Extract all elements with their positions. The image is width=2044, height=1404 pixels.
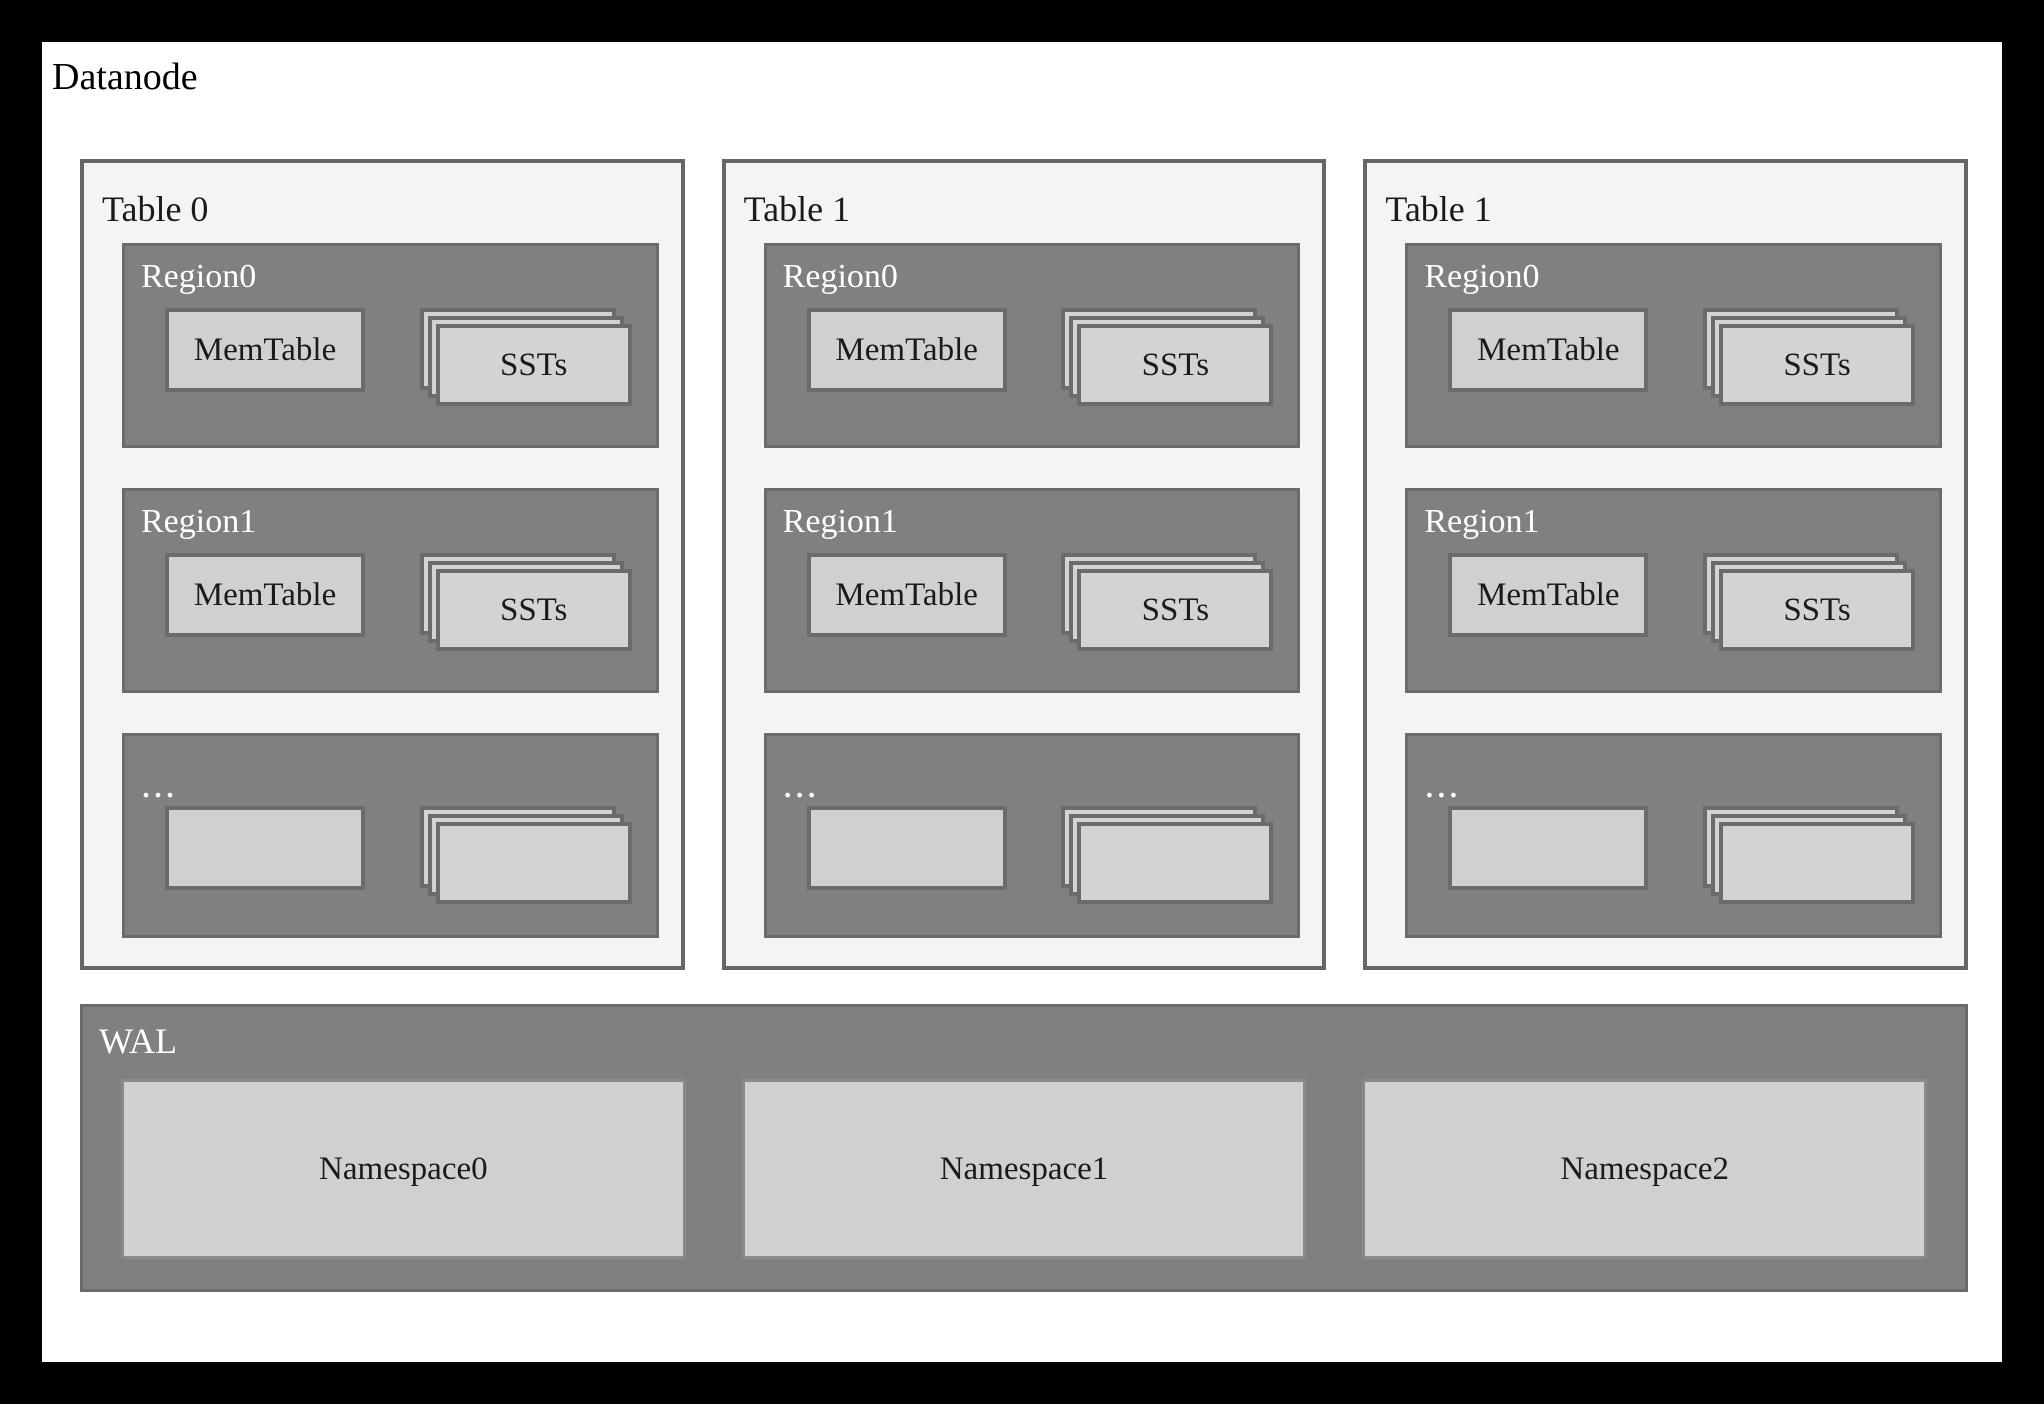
region-body: MemTable SSTs (165, 553, 632, 651)
region-label: Region0 (782, 258, 898, 295)
memtable-box-empty[interactable] (165, 806, 365, 890)
table-panel-2[interactable]: Table 1 Region0 MemTable SSTs Region1 (1363, 159, 1969, 970)
region-block-ellipsis[interactable]: ... (763, 733, 1301, 938)
memtable-box[interactable]: MemTable (165, 553, 365, 637)
namespace-box-1[interactable]: Namespace1 (741, 1079, 1307, 1259)
ssts-box-empty[interactable] (1077, 822, 1274, 904)
region-block-1[interactable]: Region1 MemTable SSTs (122, 488, 659, 693)
ssts-stack-empty[interactable] (419, 806, 632, 906)
region-body (806, 806, 1274, 904)
table-title: Table 1 (743, 189, 851, 229)
ssts-stack[interactable]: SSTs (419, 308, 632, 408)
ssts-stack-empty[interactable] (1061, 806, 1274, 906)
namespace-box-0[interactable]: Namespace0 (121, 1079, 686, 1259)
namespace-box-2[interactable]: Namespace2 (1362, 1079, 1928, 1259)
region-block-1[interactable]: Region1 MemTable SSTs (1405, 488, 1943, 693)
ssts-stack[interactable]: SSTs (1703, 553, 1916, 653)
ssts-stack-empty[interactable] (1703, 806, 1916, 906)
region-list: Region0 MemTable SSTs Region1 MemTable (763, 243, 1301, 938)
region-block-0[interactable]: Region0 MemTable SSTs (763, 243, 1301, 448)
page-title: Datanode (52, 56, 198, 98)
tables-row: Table 0 Region0 MemTable SSTs Region1 (80, 159, 1969, 970)
ellipsis-label: ... (782, 761, 819, 806)
table-panel-1[interactable]: Table 1 Region0 MemTable SSTs Region1 (721, 159, 1327, 970)
ellipsis-label: ... (1424, 761, 1461, 806)
table-title: Table 0 (102, 189, 209, 229)
table-title: Table 1 (1385, 189, 1492, 229)
region-body: MemTable SSTs (806, 553, 1274, 651)
region-body: MemTable SSTs (1448, 308, 1916, 406)
ssts-stack[interactable]: SSTs (1061, 553, 1274, 653)
region-list: Region0 MemTable SSTs Region1 MemTable (122, 243, 659, 938)
memtable-box-empty[interactable] (806, 806, 1007, 890)
region-block-ellipsis[interactable]: ... (1405, 733, 1943, 938)
region-body (1448, 806, 1916, 904)
wal-label: WAL (99, 1021, 177, 1061)
region-label: Region1 (1424, 503, 1540, 540)
ssts-box[interactable]: SSTs (435, 569, 632, 651)
ssts-box-empty[interactable] (435, 822, 632, 904)
datanode-canvas: Datanode Table 0 Region0 MemTable SSTs (42, 42, 2002, 1362)
region-block-1[interactable]: Region1 MemTable SSTs (763, 488, 1301, 693)
region-label: Region0 (1424, 258, 1540, 295)
region-block-0[interactable]: Region0 MemTable SSTs (1405, 243, 1943, 448)
region-label: Region1 (782, 503, 898, 540)
ssts-box[interactable]: SSTs (1077, 569, 1274, 651)
region-block-0[interactable]: Region0 MemTable SSTs (122, 243, 659, 448)
ssts-box[interactable]: SSTs (1719, 324, 1916, 406)
ssts-stack[interactable]: SSTs (1703, 308, 1916, 408)
region-list: Region0 MemTable SSTs Region1 MemTable (1405, 243, 1943, 938)
table-panel-0[interactable]: Table 0 Region0 MemTable SSTs Region1 (80, 159, 685, 970)
ssts-box-empty[interactable] (1719, 822, 1916, 904)
ssts-stack[interactable]: SSTs (419, 553, 632, 653)
region-body: MemTable SSTs (1448, 553, 1916, 651)
memtable-box[interactable]: MemTable (806, 553, 1007, 637)
region-label: Region1 (141, 503, 257, 540)
memtable-box[interactable]: MemTable (1448, 308, 1649, 392)
memtable-box[interactable]: MemTable (165, 308, 365, 392)
region-body (165, 806, 632, 904)
memtable-box[interactable]: MemTable (806, 308, 1007, 392)
memtable-box-empty[interactable] (1448, 806, 1649, 890)
memtable-box[interactable]: MemTable (1448, 553, 1649, 637)
region-block-ellipsis[interactable]: ... (122, 733, 659, 938)
region-body: MemTable SSTs (165, 308, 632, 406)
ssts-box[interactable]: SSTs (1719, 569, 1916, 651)
namespace-list: Namespace0 Namespace1 Namespace2 (121, 1079, 1928, 1259)
region-label: Region0 (141, 258, 257, 295)
wal-panel[interactable]: WAL Namespace0 Namespace1 Namespace2 (80, 1004, 1968, 1292)
ssts-box[interactable]: SSTs (435, 324, 632, 406)
ellipsis-label: ... (141, 761, 177, 806)
region-body: MemTable SSTs (806, 308, 1274, 406)
ssts-box[interactable]: SSTs (1077, 324, 1274, 406)
ssts-stack[interactable]: SSTs (1061, 308, 1274, 408)
